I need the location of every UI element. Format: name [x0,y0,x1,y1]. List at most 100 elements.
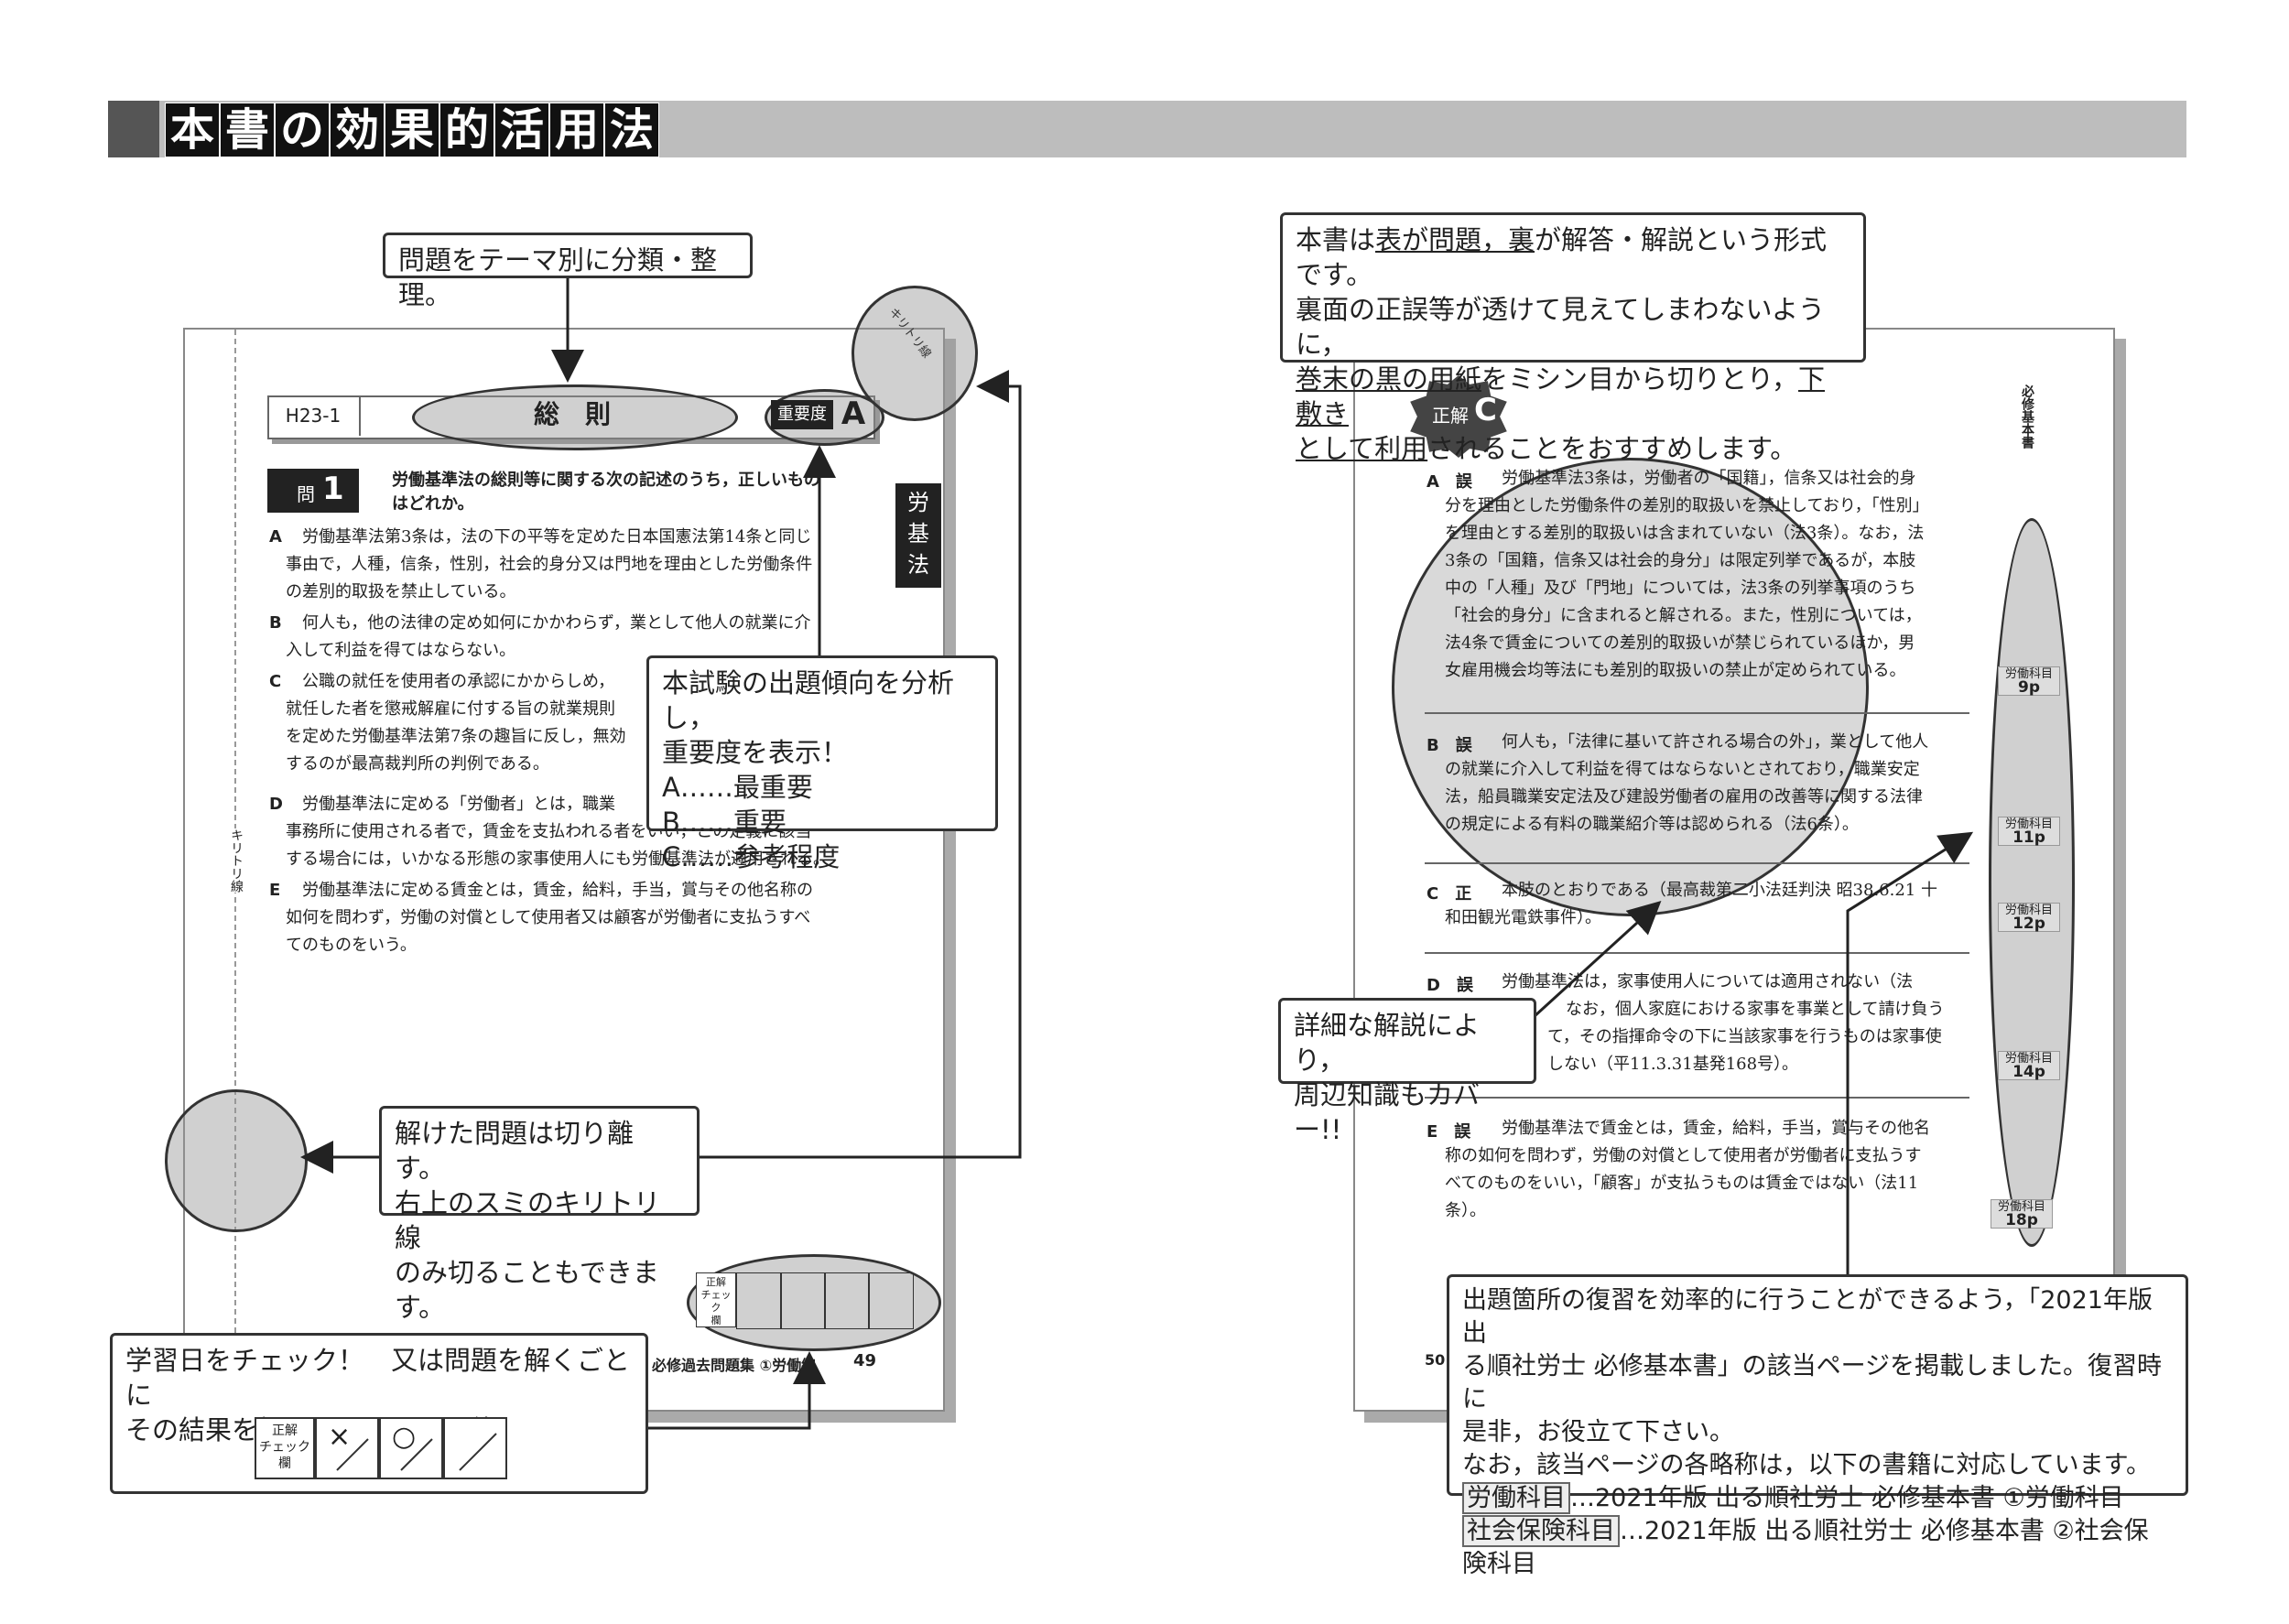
title-char: 的 [439,103,494,157]
callout-text: なお，該当ページの各略称は，以下の書籍に対応しています。 [1462,1451,2151,1479]
option-line: てのものをいう。 [286,936,417,955]
callout-text: 問題をテーマ別に分類・整理。 [398,244,718,310]
reference-definition-tag: 労働科目 [1462,1482,1570,1514]
callout-text: 是非，お役立て下さい。 [1462,1418,1734,1446]
explanation-label: C 正 [1427,884,1472,904]
reference-subject: 労働科目 [1997,1200,2045,1214]
arrow-check [646,1351,826,1430]
subject-tab-char: 法 [907,552,929,578]
callout-underlined: 下敷き [1296,363,1826,429]
option-line: 事由で，人種，信条，性別，社会的身分又は門地を理由とした労働条件 [286,555,813,574]
callout-text: A……最重要 [662,772,813,803]
reference-definition: 社会保険科目…2021年版 出る順社労士 必修基本書 ②社会保険科目 [1462,1515,2173,1581]
title-char: 活 [494,103,549,157]
check-cell[interactable] [868,1272,914,1329]
explanation-line: しない（平11.3.31基発168号）。 [1547,1055,1799,1074]
explanation-label: A 誤 [1427,472,1472,492]
callout-check: 学習日をチェック！ 又は問題を解くごとに その結果を記入することも可能！ [110,1333,648,1494]
callout-text: 本試験の出題傾向を分析し， [662,667,955,733]
sample-check-header-line: 欄 [278,1456,291,1471]
title-char: 書 [220,103,275,157]
reference-definition-text: …2021年版 出る順社労士 必修基本書 ①労働科目 [1570,1484,2124,1512]
reference-subject: 労働科目 [2004,904,2053,917]
importance-grade: A [841,395,866,432]
reference-definition-tag: 社会保険科目 [1462,1515,1620,1547]
explanation-line: を理由とする差別的取扱いは含まれていない（法3条）。なお，法 [1445,524,1925,543]
callout-text-part: をミシン目から切りとり， [1481,363,1798,395]
check-header-line: 正解 [706,1276,726,1288]
circle-mark: ○ [392,1421,417,1453]
explanation-line: 労働基準法で賃金とは，賃金，給料，手当，賞与その他名 [1502,1119,1930,1138]
reference-subject: 労働科目 [2004,667,2053,681]
explanation-line: 和田観光電鉄事件）。 [1445,908,1601,927]
title-char: 果 [385,103,439,157]
question-code: H23-1 [267,395,361,436]
option-label: C [269,672,282,691]
callout-text-part: が解答・解説という形式です。 [1296,224,1828,290]
option-line: するのが最高裁判所の判例である。 [286,754,549,774]
callout-underlined: 巻末の黒の用紙 [1296,363,1482,395]
footer-book-title: 必修過去問題集 ①労働編 [652,1357,817,1374]
explanation-line: 本肢のとおりである（最高裁第二小法廷判決 昭38.6.21 十 [1502,881,1937,900]
explanation-line: 3条の「国籍，信条又は社会的身分」は限定列挙であるが，本肢 [1445,551,1916,570]
cut-corner-highlight [165,1089,308,1232]
title-char: 用 [549,103,604,157]
title-char: 本 [165,103,220,157]
callout-theme: 問題をテーマ別に分類・整理。 [383,233,753,310]
cut-line-label: キリトリ線 [223,828,244,893]
running-head: 必修基本書 [2020,384,2034,449]
check-header-line: 欄 [711,1315,721,1326]
subject-tab-char: 労 [907,490,929,515]
arrow-corner [698,370,1022,1159]
title-char: の [275,103,330,157]
question-text-line: はどれか。 [392,494,474,514]
reference-definition: 労働科目…2021年版 出る順社労士 必修基本書 ①労働科目 [1462,1482,2173,1515]
question-badge: 問 1 [267,469,359,513]
option-line: を定めた労働基準法第7条の趣旨に反し，無効 [286,727,626,746]
reference-page: 18p [2005,1211,2038,1229]
explanation-label: E 誤 [1427,1122,1471,1142]
explanation-line: 「社会的身分」に含まれると解される。また，性別については， [1445,606,1922,625]
explanation-line: 中の「人種」及び「門地」については，法3条の列挙事項のうち [1445,579,1916,598]
arrow-reference [1846,831,1974,1274]
explanation-line: 労働基準法は，家事使用人については適用されない（法 [1502,972,1914,991]
callout-text-part: されることをおすすめします。 [1427,433,1797,464]
option-line: 労働基準法第3条は，法の下の平等を定めた日本国憲法第14条と同じ [302,527,812,547]
reference-page: 12p [2012,915,2045,933]
callout-text: る順社労士 必修基本書」の該当ページを掲載しました。復習時に [1462,1352,2163,1413]
reference-highlight [1989,518,2075,1247]
callout-text: 出題箇所の復習を効率的に行うことができるよう，「2021年版出 [1462,1286,2153,1348]
check-header-line: チェック [700,1289,732,1314]
divider [1425,1097,1969,1099]
callout-cutout: 解けた問題は切り離す。 右上のスミのキリトリ線 のみ切ることもできます。 [379,1106,700,1323]
callout-text: 詳細な解説により， [1294,1010,1481,1076]
explanation-label: B 誤 [1427,736,1472,755]
explanation-line: 女雇用機会均等法にも差別的取扱いの禁止が定められている。 [1445,661,1906,680]
question-text: 労働基準法の総則等に関する次の記述のうち，正しいもの はどれか。 [392,469,820,516]
sample-check-cell: ○ [379,1417,443,1479]
callout-text: 右上のスミのキリトリ線 [395,1187,661,1253]
explanation-label: D 誤 [1427,976,1473,995]
callout-text: 裏面の正誤等が透けて見えてしまわないように， [1296,294,1825,360]
page-number-left: 49 [853,1351,877,1370]
explanation-line: 労働基準法3条は，労働者の「国籍」，信条又は社会的身 [1502,469,1916,488]
check-cell[interactable] [780,1272,826,1329]
reference-definition-text: …2021年版 出る順社労士 必修基本書 ②社会保険科目 [1462,1517,2149,1578]
explanation-line: 称の如何を問わず，労働の対償として使用者が労働者に支払うす [1445,1146,1922,1165]
callout-text: 学習日をチェック！ 又は問題を解くごとに [125,1345,631,1411]
option-label: D [269,795,283,814]
check-cell[interactable] [824,1272,870,1329]
subject-tab: 労 基 法 [895,483,941,588]
cross-mark: × [328,1421,352,1453]
callout-text: 解けた問題は切り離す。 [395,1118,635,1184]
callout-reference: 出題箇所の復習を効率的に行うことができるよう，「2021年版出 る順社労士 必修… [1447,1274,2188,1578]
option-line: 入して利益を得てはならない。 [286,641,516,660]
callout-text: 本書は表が問題，裏が解答・解説という形式です。 [1296,222,1850,292]
option-line: 労働基準法に定める賃金とは，賃金，給料，手当，賞与その他名称の [302,881,813,900]
callout-importance: 本試験の出題傾向を分析し， 重要度を表示！ A……最重要 B……重要 C……参考… [646,655,998,872]
check-cell[interactable] [736,1272,782,1329]
